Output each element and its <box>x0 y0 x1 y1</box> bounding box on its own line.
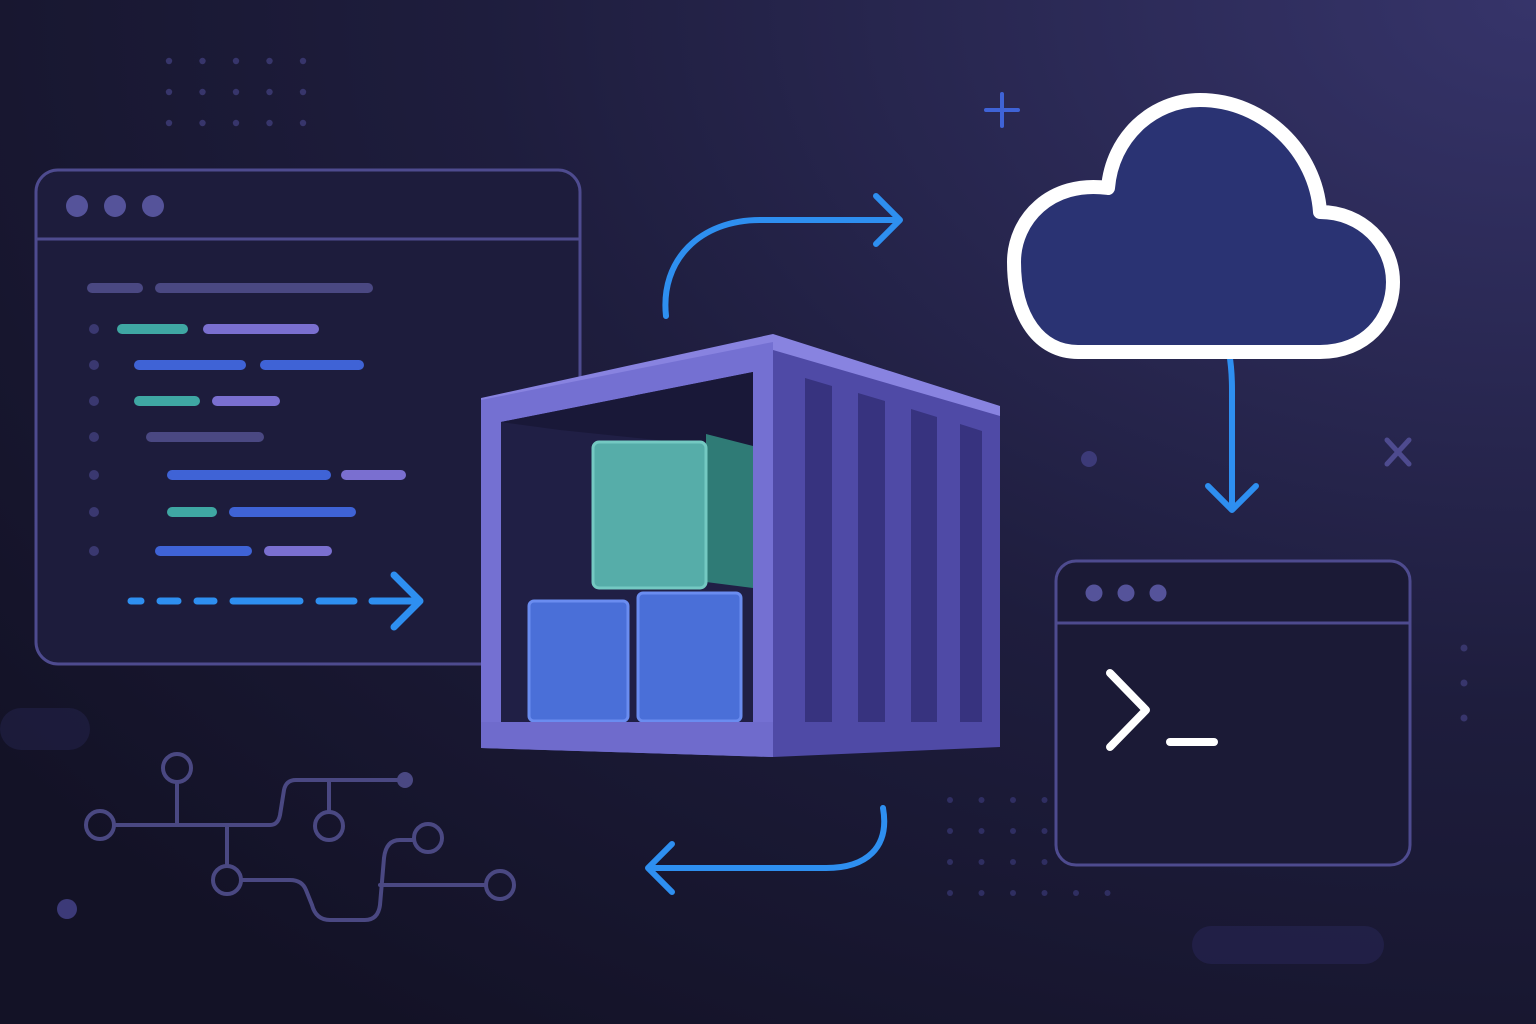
decorative-dot <box>199 57 206 65</box>
dot-grid-top-left <box>165 57 307 127</box>
decorative-dot <box>57 899 77 919</box>
decorative-dot <box>947 797 953 803</box>
decorative-dot <box>165 57 173 65</box>
decorative-dot <box>232 119 240 127</box>
decorative-dot <box>1104 890 1111 896</box>
decorative-pill-left <box>0 708 90 750</box>
decorative-dot <box>1041 890 1048 896</box>
window-dot-icon <box>104 195 126 217</box>
decorative-dot <box>199 88 206 96</box>
decorative-dot <box>1081 451 1097 467</box>
window-dot-icon <box>142 195 164 217</box>
container-box-blue <box>636 591 743 723</box>
decorative-dot <box>1010 859 1016 865</box>
terminal-prompt-chevron-icon <box>1106 669 1150 751</box>
code-line-bullet <box>89 507 99 517</box>
decorative-dot <box>232 57 240 65</box>
decorative-dot <box>1041 859 1048 865</box>
decorative-dot <box>1460 644 1468 652</box>
decorative-dot <box>1460 714 1468 722</box>
dashed-arrow-right-icon <box>127 571 424 631</box>
terminal-window-frame <box>1054 559 1412 867</box>
decorative-dot <box>1010 828 1016 834</box>
decorative-dot <box>266 57 273 65</box>
decorative-dot <box>299 119 307 127</box>
decorative-dot <box>978 859 985 865</box>
decorative-dot <box>1041 797 1048 803</box>
code-line-bullet <box>89 432 99 442</box>
dot-grid-bottom-middle <box>947 797 1111 896</box>
code-line-bullet <box>89 470 99 480</box>
decorative-dot <box>1010 797 1016 803</box>
decorative-dot <box>199 119 206 127</box>
decorative-dot <box>1460 679 1468 687</box>
code-lines <box>87 283 406 556</box>
window-dot-icon <box>66 195 88 217</box>
decorative-dot <box>299 57 307 65</box>
decorative-dot <box>232 88 240 96</box>
decorative-dot <box>165 88 173 96</box>
decorative-dot <box>978 797 985 803</box>
code-line-bullet <box>89 546 99 556</box>
decorative-dot <box>266 119 273 127</box>
x-mark-icon <box>1384 437 1412 467</box>
circuit-traces-icon <box>84 752 516 922</box>
decorative-dot <box>165 119 173 127</box>
code-line-bullet <box>89 360 99 370</box>
code-editor-window-icon <box>34 168 582 666</box>
window-dot-icon <box>1149 584 1167 602</box>
decorative-dot <box>978 890 985 896</box>
container-box-blue <box>527 599 630 723</box>
dot-column-right <box>1460 644 1468 722</box>
decorative-dot <box>1010 890 1016 896</box>
decorative-dot <box>1073 890 1079 896</box>
decorative-dot <box>947 859 953 865</box>
decorative-dot <box>266 88 273 96</box>
code-line-bullet <box>89 396 99 406</box>
decorative-dot <box>1041 828 1048 834</box>
cloud-icon <box>1007 93 1400 359</box>
decorative-dot <box>947 890 953 896</box>
container-box-teal <box>591 440 708 590</box>
decorative-dot <box>947 828 953 834</box>
plus-icon <box>984 92 1020 128</box>
decorative-dot <box>978 828 985 834</box>
arrow-back-to-code-icon <box>645 805 888 895</box>
decorative-dot <box>299 88 307 96</box>
shipping-container-icon <box>481 334 1000 757</box>
arrow-container-to-cloud-icon <box>662 193 903 319</box>
decorative-pill-bottom-right <box>1192 926 1384 964</box>
code-line-bullet <box>89 324 99 334</box>
window-dot-icon <box>1117 584 1135 602</box>
terminal-window-icon <box>1054 559 1412 867</box>
window-dot-icon <box>1085 584 1103 602</box>
